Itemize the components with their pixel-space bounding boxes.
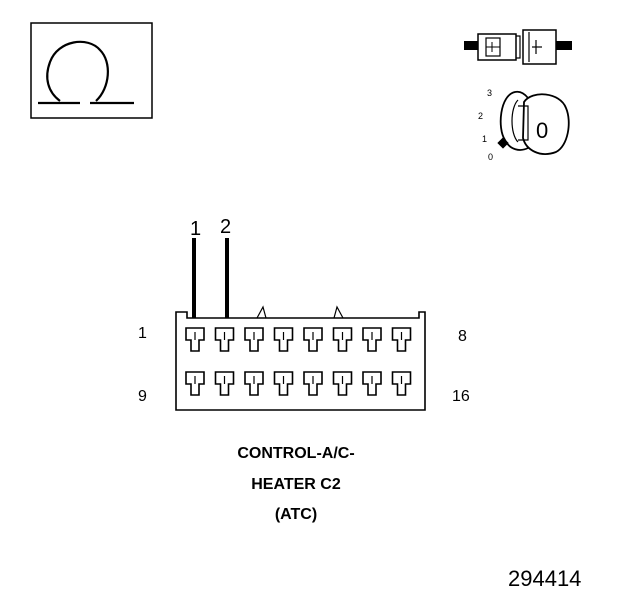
ignition-position-1: 1: [482, 134, 487, 144]
pin-number-9: 9: [138, 388, 147, 405]
ignition-key-label: 0: [536, 118, 548, 143]
terminal-cavity-top: [303, 327, 323, 352]
ignition-position-2: 2: [478, 111, 483, 121]
probe-label-1: 1: [190, 218, 201, 240]
terminal-cavity-bottom: [303, 371, 323, 396]
ignition-key-icon: [497, 90, 570, 155]
terminal-cavity-bottom: [332, 371, 353, 396]
ignition-position-0: 0: [488, 152, 493, 162]
terminal-cavity-top: [332, 327, 353, 352]
terminal-cavity-top: [273, 327, 294, 352]
terminal-cavity-bottom: [244, 371, 264, 396]
terminal-cavity-bottom: [391, 371, 412, 396]
pin-number-16: 16: [452, 388, 470, 405]
connector-body: [175, 305, 426, 411]
terminal-cavity-bottom: [214, 371, 235, 396]
connector-disconnect-icon: [464, 29, 572, 65]
terminal-cavity-top: [185, 327, 205, 352]
terminal-cavity-top: [362, 327, 382, 352]
ignition-position-3: 3: [487, 88, 492, 98]
probe-label-2: 2: [220, 216, 231, 238]
omega-icon: [30, 22, 153, 119]
figure-number: 294414: [508, 566, 582, 591]
connector-name-line-2: HEATER C2: [251, 476, 341, 493]
terminal-cavity-bottom: [185, 371, 205, 396]
pin-number-1: 1: [138, 325, 147, 342]
connector-name-line-3: (ATC): [274, 506, 318, 523]
connector-name-line-1: CONTROL-A/C-: [237, 445, 355, 462]
terminal-cavity-bottom: [273, 371, 294, 396]
connector-pins-bottom: [185, 371, 412, 396]
terminal-cavity-bottom: [362, 371, 382, 396]
connector-pins-top: [185, 327, 412, 352]
pin-number-8: 8: [458, 328, 467, 345]
terminal-cavity-top: [214, 327, 235, 352]
terminal-cavity-top: [244, 327, 264, 352]
terminal-cavity-top: [391, 327, 412, 352]
